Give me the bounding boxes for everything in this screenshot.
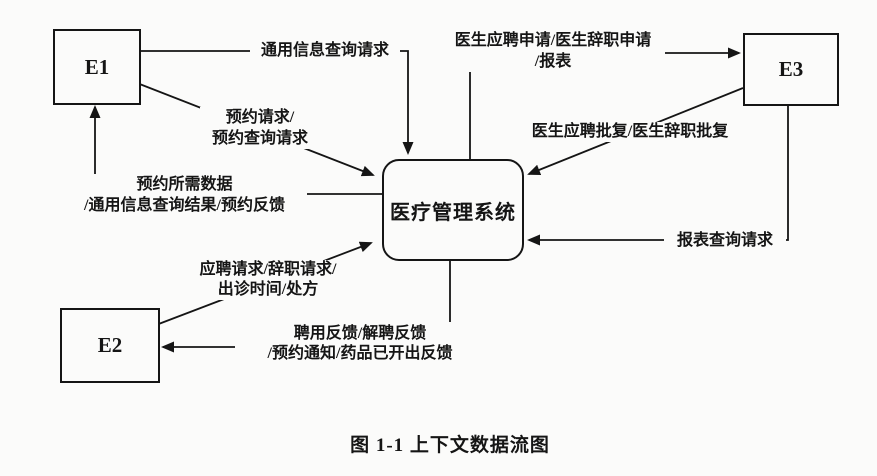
entity-e1-label: E1 — [84, 54, 110, 79]
flow-label-e1-query: 通用信息查询请求 — [250, 41, 400, 60]
process-system: 医疗管理系统 — [382, 159, 524, 261]
flow-label-to-e3-line1: 医生应聘申请/医生辞职申请 — [454, 32, 652, 49]
flow-label-e2-apply-line1: 应聘请求/辞职请求/ — [199, 261, 337, 278]
flow-label-e2-apply: 应聘请求/辞职请求/ 出诊时间/处方 — [183, 260, 353, 300]
flow-label-to-e3: 医生应聘申请/医生辞职申请 /报表 — [441, 30, 665, 72]
flow-line-e3-report — [527, 102, 789, 246]
flow-label-to-e1-line2: /通用信息查询结果/预约反馈 — [84, 197, 285, 214]
flow-label-to-e1-line1: 预约所需数据 — [136, 176, 233, 193]
entity-e2: E2 — [60, 308, 160, 383]
process-system-label: 医疗管理系统 — [390, 201, 516, 224]
flow-line-e1-query — [138, 50, 414, 155]
flow-label-e1-booking-line2: 预约查询请求 — [211, 130, 308, 147]
flow-label-to-e2: 聘用反馈/解聘反馈 /预约通知/药品已开出反馈 — [235, 324, 485, 364]
flow-label-to-e1: 预约所需数据 /通用信息查询结果/预约反馈 — [62, 174, 307, 216]
entity-e3-label: E3 — [778, 57, 804, 81]
entity-e3: E3 — [743, 33, 839, 106]
entity-e1: E1 — [53, 29, 141, 105]
entity-e2-label: E2 — [97, 333, 123, 357]
flow-label-to-e2-line2: /预约通知/药品已开出反馈 — [267, 345, 453, 362]
flow-label-to-e2-line1: 聘用反馈/解聘反馈 — [293, 325, 427, 342]
flow-label-e1-query-text: 通用信息查询请求 — [260, 42, 389, 59]
flow-label-e1-booking: 预约请求/ 预约查询请求 — [200, 107, 320, 149]
flow-label-e3-report-text: 报表查询请求 — [676, 232, 773, 249]
flow-label-e1-booking-line1: 预约请求/ — [225, 109, 295, 126]
flow-label-e3-approve-text: 医生应聘批复/医生辞职批复 — [531, 123, 729, 140]
flow-label-e2-apply-line2: 出诊时间/处方 — [217, 281, 319, 298]
flow-label-e3-report: 报表查询请求 — [664, 231, 786, 250]
figure-caption: 图 1-1 上下文数据流图 — [350, 435, 550, 456]
flow-label-e3-approve: 医生应聘批复/医生辞职批复 — [519, 122, 741, 142]
flow-label-to-e3-line2: /报表 — [534, 53, 572, 70]
